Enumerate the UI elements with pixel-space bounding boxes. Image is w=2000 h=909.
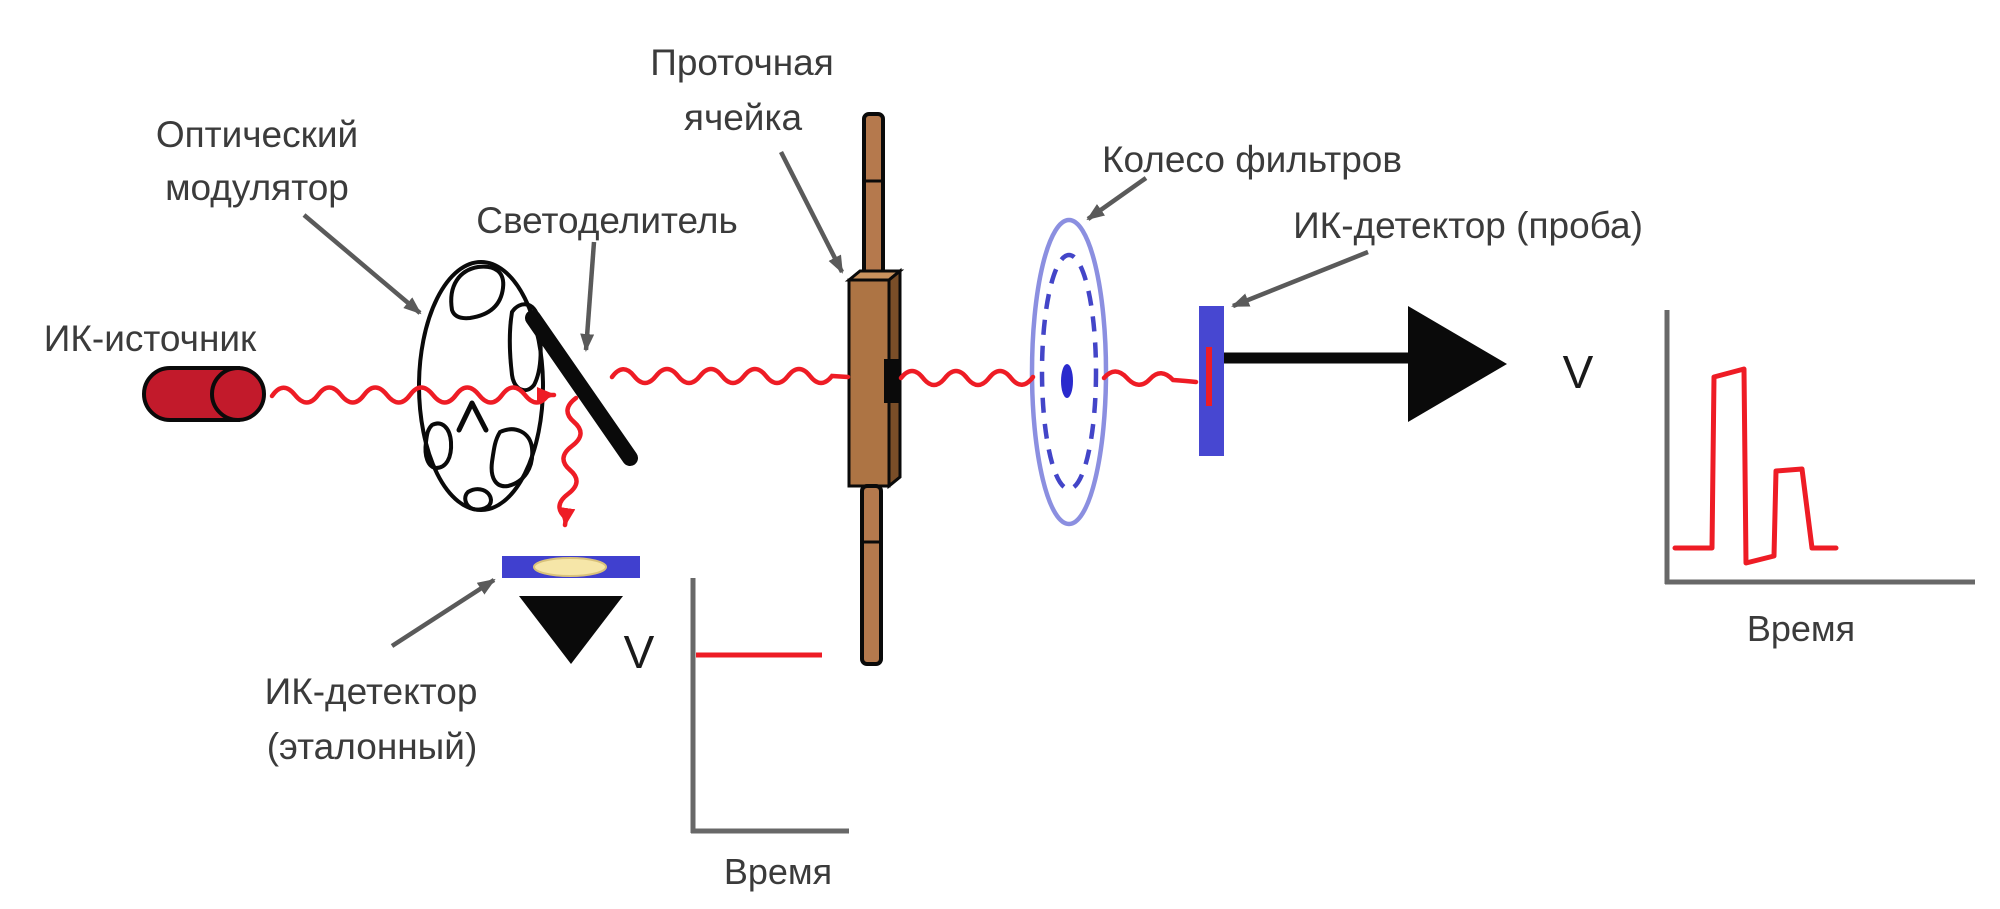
ir-beam-splitter-to-reference <box>557 395 583 528</box>
filter-wheel-inner-ring <box>1039 252 1099 492</box>
ir-source-endcap <box>210 366 266 422</box>
chopper-slot-bottom-right <box>489 427 535 489</box>
beamsplitter-plate <box>525 310 638 466</box>
sample-detector-absorbed-beam-mark <box>1206 347 1212 406</box>
reference-detector-arrow <box>390 578 496 648</box>
ir-beam <box>269 366 1199 528</box>
flow-cell-arrow <box>778 150 845 274</box>
ir-beam-splitter-to-cell <box>609 366 851 386</box>
reference-detector-label-line2: (эталонный) <box>267 726 478 767</box>
ir-beam-cell-to-filterwheel <box>898 368 1036 388</box>
component-labels: ИК-источник Оптический модулятор Светоде… <box>44 42 1643 767</box>
chopper-lambda-mark <box>456 400 489 433</box>
flow-cell <box>844 112 905 666</box>
reference-plot-ylabel: V <box>624 626 655 678</box>
optical-modulator-label-line2: модулятор <box>165 167 349 208</box>
reference-plot-xlabel: Время <box>724 851 832 892</box>
reference-detector <box>502 556 640 664</box>
chopper-slot-top <box>449 264 506 321</box>
optical-modulator-label-line1: Оптический <box>156 114 358 155</box>
beamsplitter-label: Светоделитель <box>476 200 738 241</box>
ir-beam-filterwheel-to-detector <box>1101 369 1199 387</box>
reference-detector-window <box>533 557 607 577</box>
reference-detector-label-line1: ИК-детектор <box>265 671 478 712</box>
sample-detector <box>1199 306 1224 456</box>
chopper-slot-bottom <box>463 487 494 512</box>
filter-wheel <box>1029 217 1109 527</box>
optical-modulator-arrow <box>302 213 422 315</box>
flow-cell-label-line1: Проточная <box>650 42 834 83</box>
ir-beam-source-to-splitter <box>269 385 557 405</box>
reference-amplifier-triangle <box>519 596 623 664</box>
flow-cell-bottom-tube <box>860 484 883 666</box>
ir-source-label: ИК-источник <box>44 318 257 359</box>
beamsplitter-arrow <box>580 241 597 352</box>
sample-plot-signal-trace <box>1672 366 1839 566</box>
optical-modulator-wheel <box>417 260 545 512</box>
flow-cell-beam-port <box>884 359 901 403</box>
chopper-slot-bottom-left <box>423 421 454 471</box>
label-arrows <box>302 150 1369 648</box>
sample-detector-arrow <box>1231 249 1369 309</box>
sample-amplifier-triangle <box>1408 306 1507 422</box>
flow-cell-top-tube <box>862 112 885 286</box>
sample-detector-label: ИК-детектор (проба) <box>1293 205 1643 246</box>
sample-plot: V Время <box>1563 310 1975 649</box>
flow-cell-label-line2: ячейка <box>684 97 803 138</box>
sample-output-arrow <box>1224 306 1507 422</box>
sample-plot-ylabel: V <box>1563 346 1594 398</box>
reference-plot: V Время <box>624 578 849 892</box>
ir-source <box>142 366 266 422</box>
chopper-wheel-rim <box>417 260 545 512</box>
filter-wheel-arrow <box>1086 176 1148 221</box>
flow-cell-front-face <box>847 278 891 488</box>
sample-plot-xlabel: Время <box>1747 608 1855 649</box>
filter-wheel-label: Колесо фильтров <box>1102 139 1402 180</box>
chopper-slot-right-upper <box>507 302 543 393</box>
filter-wheel-hub <box>1061 364 1073 398</box>
